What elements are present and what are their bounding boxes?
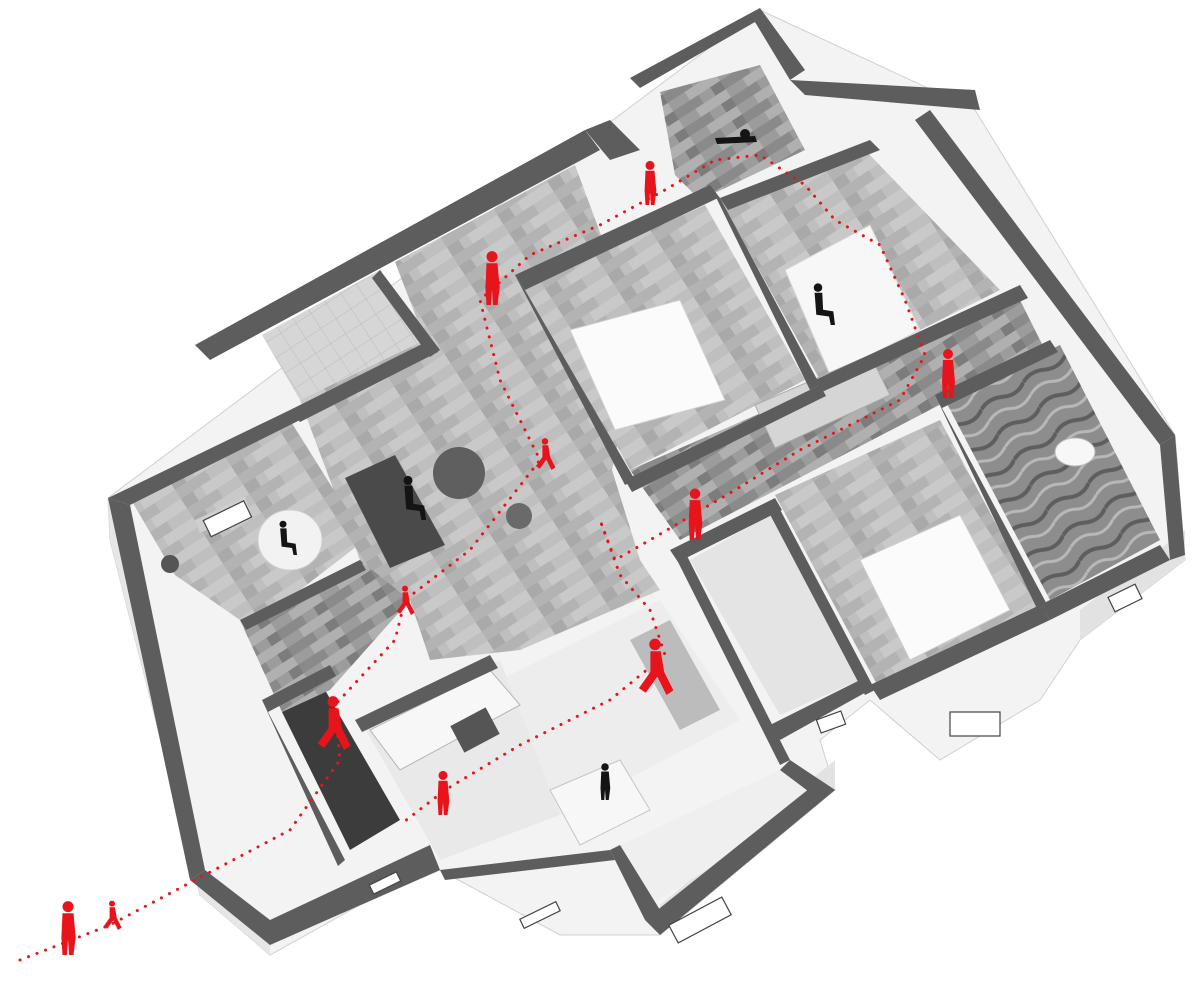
red-figure — [688, 488, 703, 540]
black-figure — [600, 763, 611, 800]
bath-tub — [1054, 437, 1096, 467]
round-rug — [433, 447, 485, 499]
bed-center — [569, 299, 726, 431]
stove — [450, 707, 500, 753]
red-figure — [942, 349, 955, 398]
bed-southeast — [859, 514, 1011, 661]
study-chair — [161, 555, 179, 573]
study-rug — [257, 509, 323, 571]
room-bath-small — [262, 270, 425, 400]
room-corridor-east — [630, 300, 1045, 540]
red-figure — [644, 160, 657, 205]
red-figure — [317, 696, 351, 750]
black-figures — [279, 129, 835, 800]
sofa — [345, 455, 445, 568]
black-figure — [403, 475, 426, 520]
black-figure — [715, 129, 757, 144]
room-laundry — [690, 515, 860, 715]
red-figure — [437, 770, 450, 815]
room-balcony-north — [660, 65, 805, 200]
red-figure — [638, 638, 674, 695]
red-figure — [535, 438, 556, 470]
room-balcony-south — [610, 770, 820, 905]
wardrobe — [754, 354, 891, 449]
kitchen-island — [549, 759, 651, 846]
windows — [202, 500, 1143, 944]
red-figure — [396, 585, 415, 615]
black-figure — [813, 283, 835, 325]
red-figures — [61, 160, 955, 955]
black-figure — [279, 520, 297, 555]
walls — [108, 8, 1185, 945]
round-table — [506, 503, 532, 529]
red-figure — [61, 901, 76, 955]
room-entry — [282, 690, 400, 850]
rug-north-bedroom — [784, 224, 921, 376]
room-bathroom-east — [945, 345, 1160, 600]
red-figure — [103, 900, 122, 930]
room-hall-west — [240, 560, 410, 712]
red-figure — [485, 251, 500, 305]
